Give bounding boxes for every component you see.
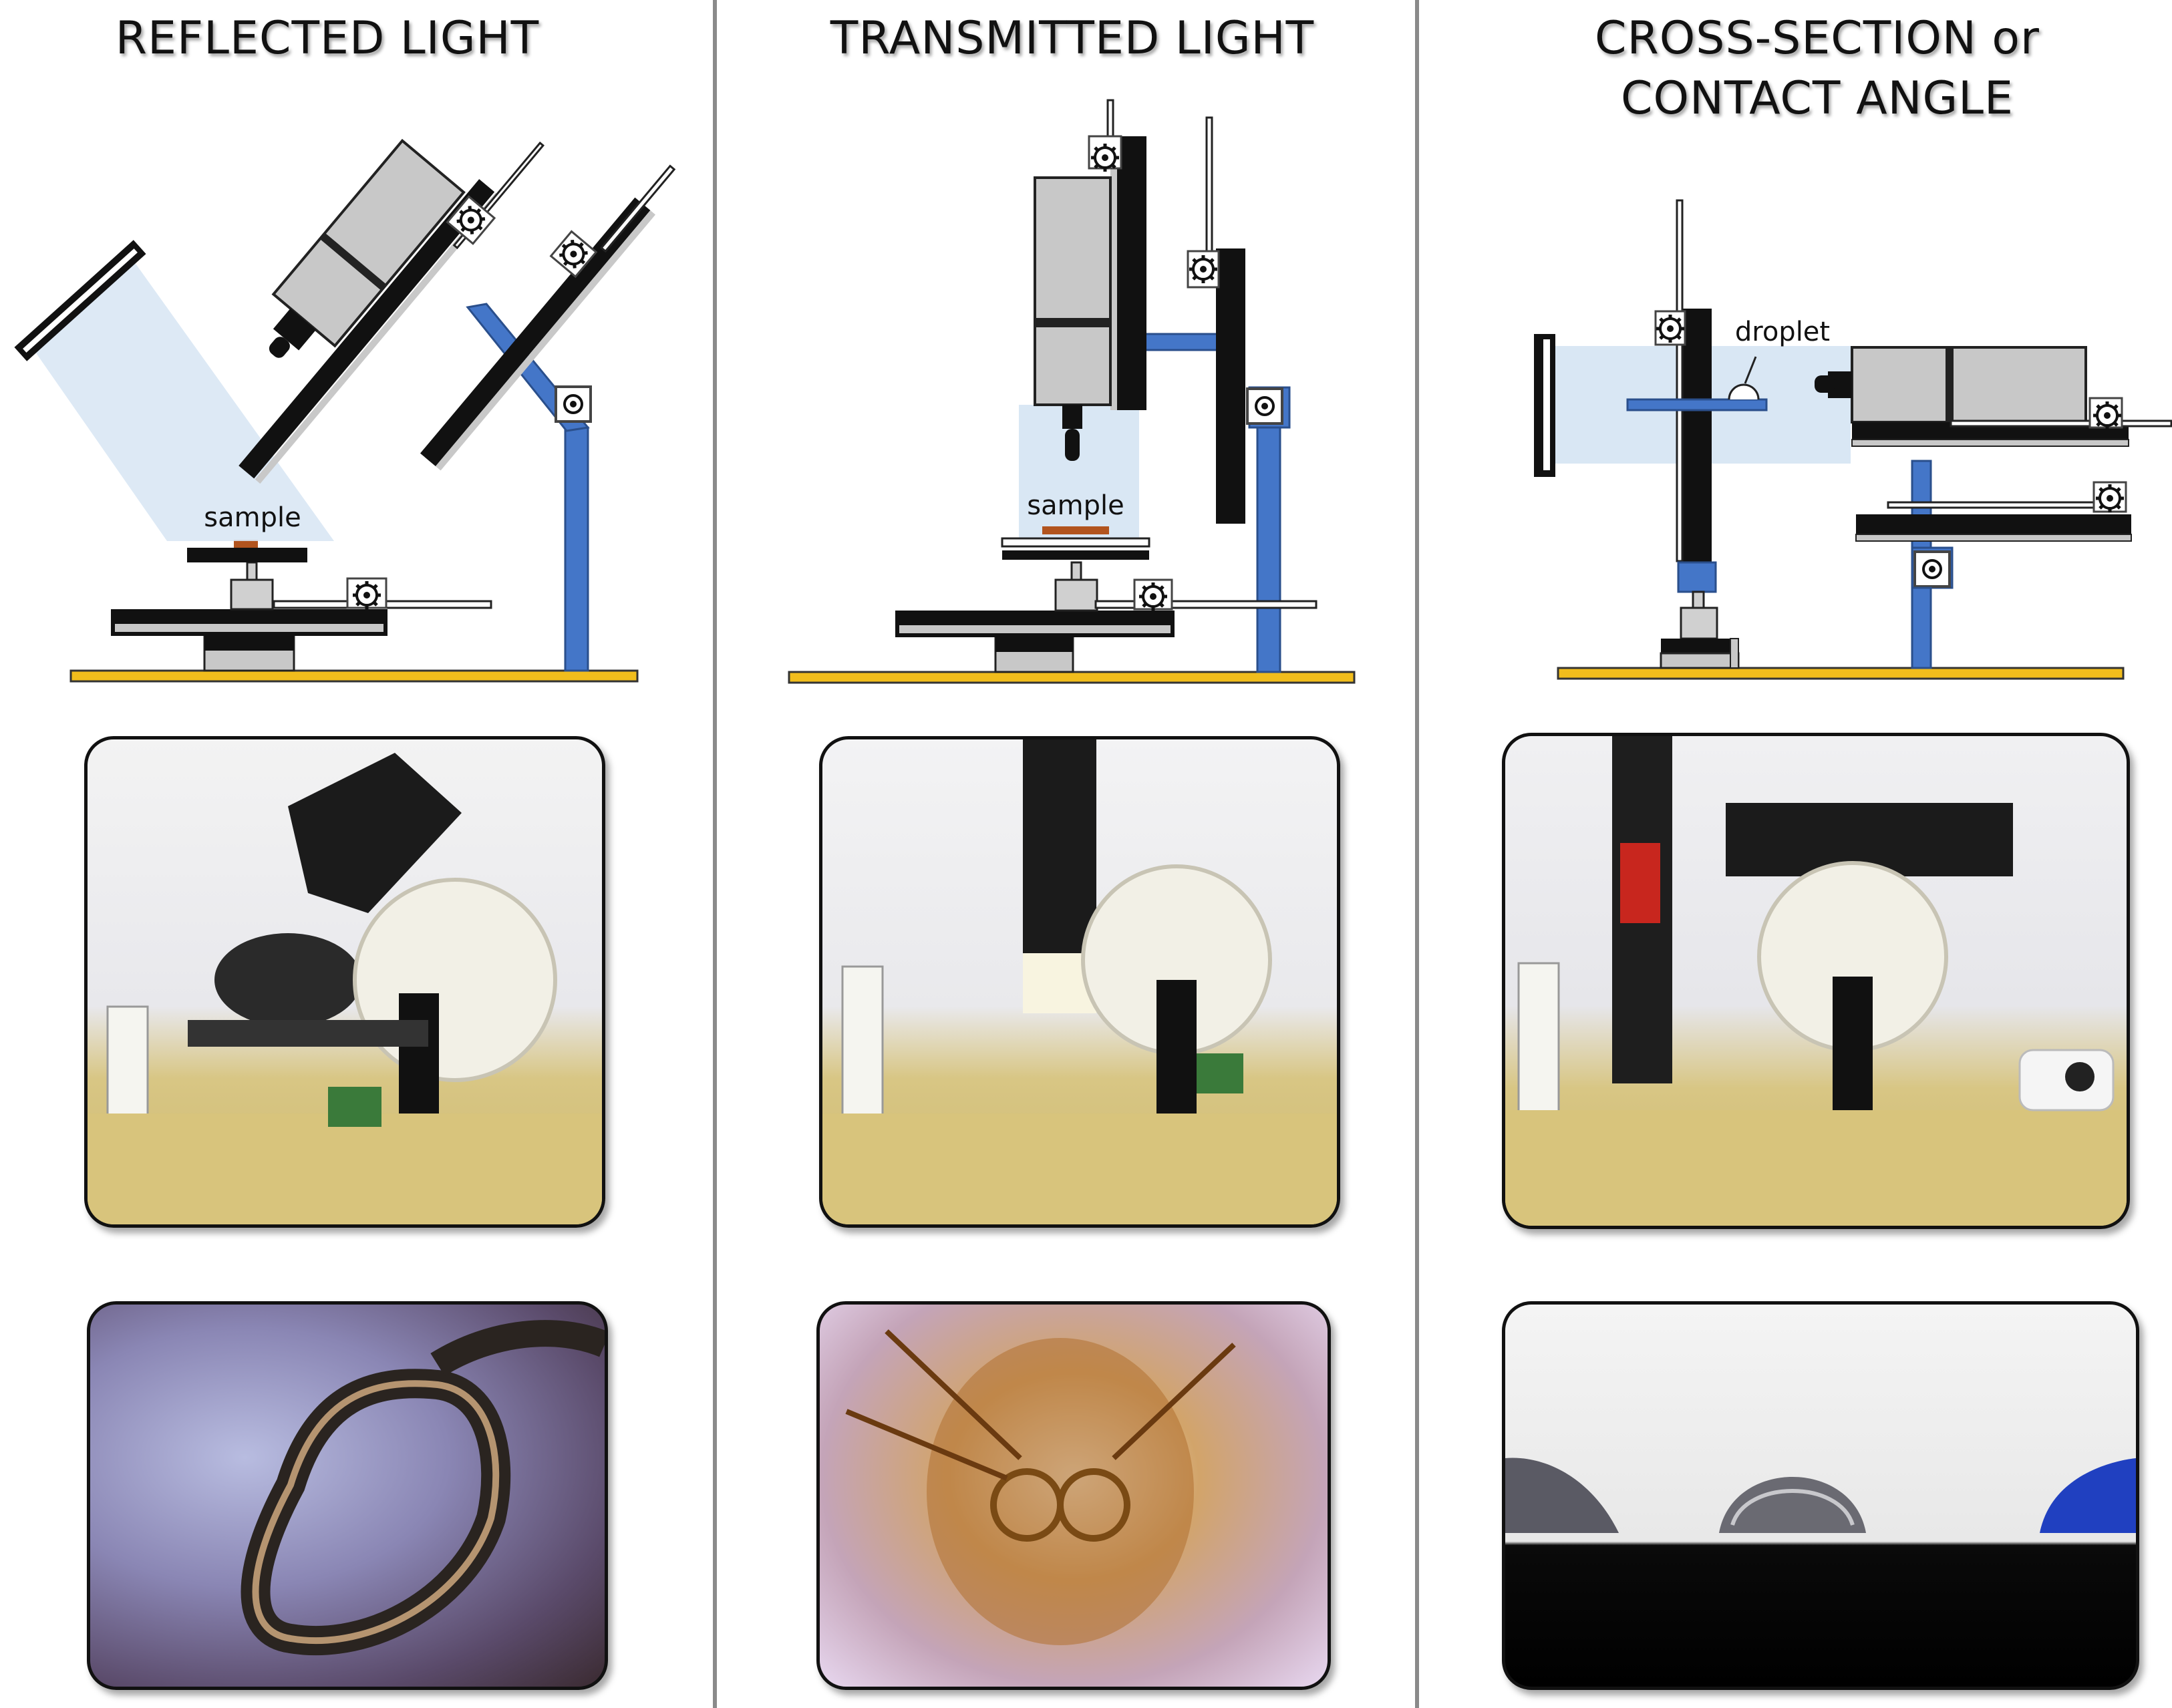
transmitted-light-schematic: sample bbox=[788, 99, 1356, 684]
title-contact-angle: CONTACT ANGLE bbox=[1620, 72, 2014, 125]
base-plate bbox=[69, 669, 639, 683]
photo-result-cross-section bbox=[1502, 1301, 2139, 1690]
photo-setup-cross-section bbox=[1502, 733, 2130, 1229]
sample-reflected bbox=[234, 540, 258, 548]
reflected-light-schematic: sample bbox=[14, 138, 676, 683]
photo-result-reflected bbox=[87, 1301, 608, 1690]
sample-transmitted bbox=[1042, 526, 1109, 534]
vertical-arm bbox=[1256, 426, 1281, 673]
pivot-icon bbox=[555, 385, 592, 423]
photo-result-transmitted bbox=[816, 1301, 1331, 1690]
divider-1 bbox=[713, 0, 717, 1708]
schematics: sample bbox=[14, 99, 2172, 684]
cross-section-schematic: droplet bbox=[1534, 199, 2172, 680]
photo-setup-reflected bbox=[84, 736, 605, 1228]
sample-label-reflected: sample bbox=[204, 502, 301, 533]
vertical-arm bbox=[564, 426, 589, 672]
base-plate bbox=[1557, 667, 2125, 680]
title-reflected-light: REFLECTED LIGHT bbox=[115, 12, 540, 65]
divider-2 bbox=[1415, 0, 1419, 1708]
photo-setup-transmitted bbox=[819, 736, 1340, 1228]
base-plate bbox=[788, 671, 1356, 684]
title-cross-section: CROSS-SECTION or bbox=[1595, 12, 2040, 65]
title-transmitted-light: TRANSMITTED LIGHT bbox=[830, 12, 1315, 65]
droplet-label: droplet bbox=[1735, 317, 1830, 347]
sample-label-transmitted: sample bbox=[1027, 490, 1124, 521]
